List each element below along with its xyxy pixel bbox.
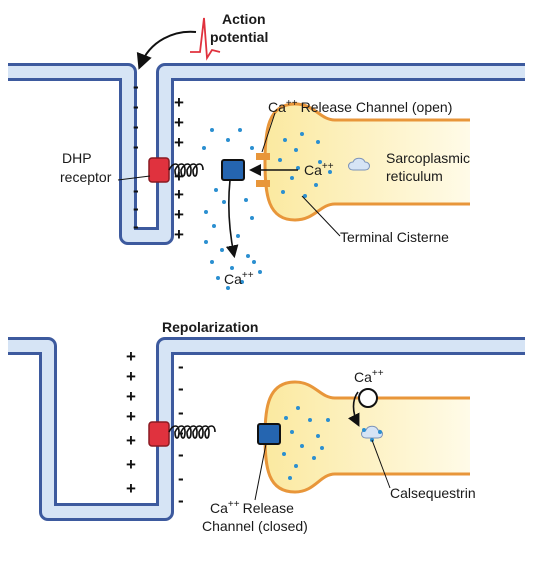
svg-text:+: + — [126, 431, 136, 450]
svg-text:+: + — [174, 205, 184, 224]
svg-text:-: - — [133, 77, 139, 96]
svg-text:+: + — [126, 347, 136, 366]
leader-calsequestrin — [371, 439, 391, 489]
svg-text:-: - — [178, 379, 184, 398]
dhp-receptor-bottom — [148, 421, 170, 447]
label-release-channel-open: Ca++Release Channel (open) — [268, 98, 452, 115]
svg-text:-: - — [133, 181, 139, 200]
svg-text:+: + — [126, 387, 136, 406]
dhp-receptor-top — [148, 157, 170, 183]
svg-text:+: + — [174, 133, 184, 152]
label-potential: potential — [210, 29, 268, 45]
label-ca-top-bottom: Ca++ — [354, 368, 384, 385]
svg-text:+: + — [174, 113, 184, 132]
svg-text:+: + — [174, 225, 184, 244]
leader-dhp — [117, 175, 151, 181]
svg-text:+: + — [126, 479, 136, 498]
leader-release-channel-open — [261, 112, 276, 153]
label-calsequestrin: Calsequestrin — [390, 485, 476, 501]
leader-terminal-cisterne — [301, 195, 341, 237]
t-tubule-membrane-top — [8, 63, 525, 245]
bottom-panel: Repolarization + + + + + + + — [8, 319, 525, 534]
svg-text:+: + — [174, 93, 184, 112]
label-ca-released: Ca++ — [224, 270, 254, 287]
calsequestrin-cloud-top — [348, 157, 370, 171]
svg-text:-: - — [133, 117, 139, 136]
ca-dots-cytosol-top — [202, 128, 262, 290]
ca-pump-loop — [358, 388, 378, 408]
ca-release-channel-closed — [257, 423, 281, 445]
svg-text:-: - — [178, 491, 184, 510]
membrane-charges-bottom: + + + + + + + - - - - - - - — [126, 347, 184, 510]
svg-text:+: + — [174, 185, 184, 204]
svg-text:-: - — [133, 97, 139, 116]
label-terminal-cisterne: Terminal Cisterne — [340, 229, 449, 245]
action-potential-trace — [190, 17, 221, 61]
svg-text:+: + — [126, 367, 136, 386]
label-release-channel-closed-1: Ca++Release — [210, 499, 294, 516]
svg-text:+: + — [126, 407, 136, 426]
label-release-channel-closed-2: Channel (closed) — [202, 518, 308, 534]
svg-text:-: - — [178, 469, 184, 488]
linker-coil-top — [168, 163, 204, 177]
svg-text:-: - — [178, 357, 184, 376]
leader-release-channel-closed — [254, 443, 267, 501]
svg-text:+: + — [174, 167, 184, 186]
label-repolarization: Repolarization — [162, 319, 258, 335]
channel-pore-lower — [256, 180, 270, 187]
svg-text:-: - — [178, 423, 184, 442]
label-ca-center: Ca++ — [304, 161, 334, 178]
svg-text:-: - — [178, 445, 184, 464]
calsequestrin-cloud-bottom — [361, 425, 383, 439]
top-panel: - - - - - - - + + + + + + + Action poten… — [8, 11, 525, 290]
svg-text:-: - — [133, 217, 139, 236]
membrane-charges-top: - - - - - - - + + + + + + + — [133, 77, 184, 244]
t-tubule-membrane-bottom — [8, 337, 525, 521]
label-reticulum: reticulum — [386, 168, 443, 184]
ca-dots-sr-bottom — [282, 406, 330, 480]
label-dhp: DHP — [62, 150, 92, 166]
svg-text:-: - — [133, 137, 139, 156]
label-action: Action — [222, 11, 266, 27]
ca-dots-channel-top — [318, 160, 332, 174]
ca-dots-sr-top — [278, 132, 320, 198]
linker-coil-bottom — [168, 425, 216, 439]
svg-text:-: - — [133, 199, 139, 218]
channel-pore-upper — [256, 153, 270, 160]
ca-release-arrow-down — [225, 179, 239, 259]
action-potential-arrow — [136, 30, 197, 70]
ca-uptake-arrow — [347, 391, 360, 427]
svg-text:-: - — [178, 403, 184, 422]
label-sarcoplasmic: Sarcoplasmic — [386, 150, 470, 166]
label-receptor: receptor — [60, 169, 112, 185]
svg-text:+: + — [126, 455, 136, 474]
ca-release-channel-open — [221, 159, 245, 181]
